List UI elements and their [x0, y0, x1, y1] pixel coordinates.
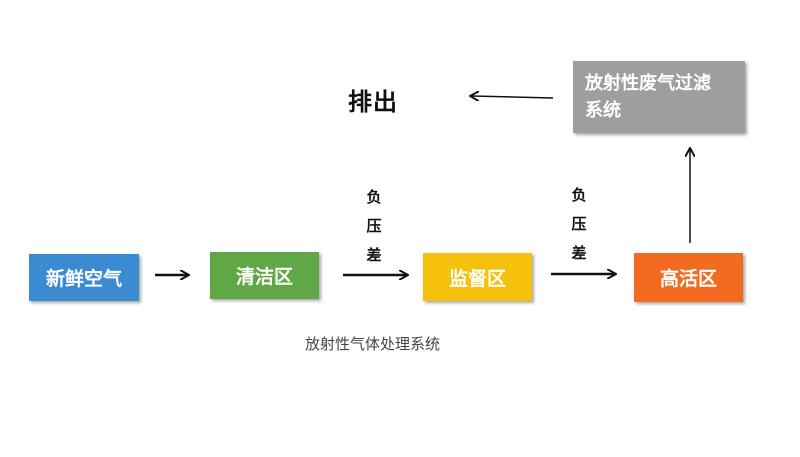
np2-char-1: 负: [571, 186, 587, 204]
filter-system-label-line2: 系统: [585, 100, 621, 121]
clean-zone-label: 清洁区: [235, 266, 293, 288]
exhaust-label: 排出: [348, 88, 398, 116]
negative-pressure-label-2: 负 压 差: [567, 181, 591, 268]
np1-char-1: 负: [366, 188, 382, 206]
fresh-air-label: 新鲜空气: [45, 268, 122, 290]
monitor-zone-label: 监督区: [448, 267, 506, 290]
negative-pressure-label-1: 负 压 差: [362, 183, 386, 270]
arrow-filter-to-exhaust: [471, 96, 554, 98]
filter-system-label-line1: 放射性废气过滤: [585, 73, 711, 94]
diagram-caption: 放射性气体处理系统: [305, 335, 441, 353]
np2-char-2: 压: [571, 215, 587, 233]
np1-char-2: 压: [366, 217, 382, 235]
fresh-air-box: 新鲜空气: [29, 254, 139, 301]
monitor-zone-box: 监督区: [423, 253, 532, 301]
np2-char-3: 差: [571, 244, 587, 262]
high-activity-zone-box: 高活区: [634, 253, 743, 302]
filter-system-box: 放射性废气过滤 系统: [573, 61, 745, 133]
np1-char-3: 差: [366, 246, 382, 264]
clean-zone-box: 清洁区: [210, 252, 319, 299]
high-activity-zone-label: 高活区: [659, 268, 717, 290]
